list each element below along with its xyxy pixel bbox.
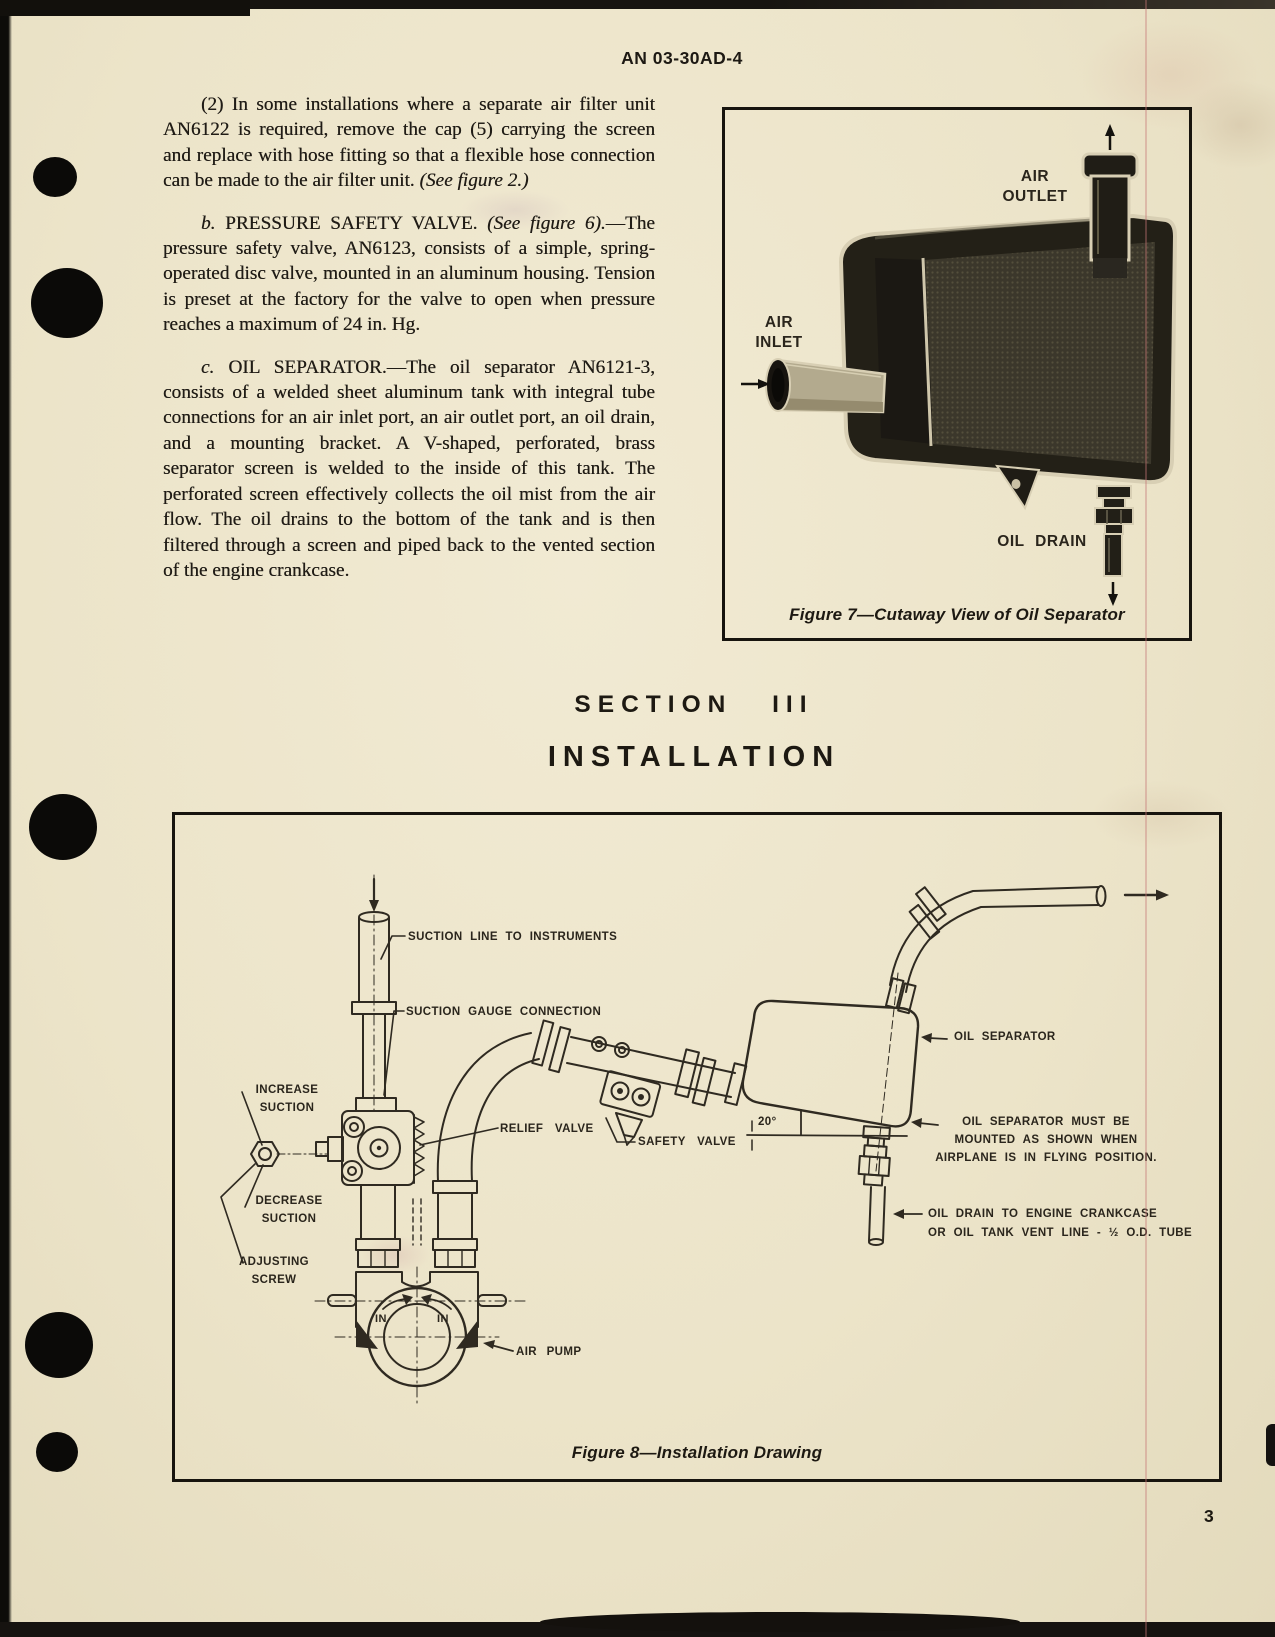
scan-edge-left — [0, 0, 12, 1637]
body-paragraph: b. PRESSURE SAFETY VALVE. (See figure 6)… — [163, 212, 655, 336]
scan-edge-top-corner — [0, 0, 250, 16]
scan-edge-bottom-blob — [540, 1612, 1020, 1632]
page-number: 3 — [1204, 1506, 1214, 1526]
figure8-label-suction-line: SUCTION LINE TO INSTRUMENTS — [408, 931, 618, 943]
paper-stain — [1180, 80, 1275, 170]
figure7-label-oil-drain: OIL DRAIN — [997, 533, 1087, 550]
punch-hole — [33, 157, 77, 197]
figure8-label-in-left: IN — [375, 1313, 387, 1325]
section-subheading: INSTALLATION — [547, 741, 841, 773]
body-paragraph: c. OIL SEPARATOR.—The oil separator AN61… — [163, 356, 655, 581]
figure7-caption: Figure 7—Cutaway View of Oil Separator — [789, 605, 1125, 624]
page-header-code: AN 03-30AD-4 — [621, 48, 743, 68]
figure7-label-air-outlet: AIR OUTLET — [1002, 168, 1068, 205]
figure8-label-increase-suction: INCREASE SUCTION — [255, 1084, 319, 1114]
figure7-frame: AIR OUTLET AIR INLET OIL DRAIN Figure 7—… — [722, 107, 1192, 641]
body-text-column: (2) In some installations where a separa… — [163, 92, 655, 600]
figure8-label-adjusting-screw: ADJUSTING SCREW — [238, 1256, 310, 1286]
figure8-note-mounting: OIL SEPARATOR MUST BE MOUNTED AS SHOWN W… — [935, 1116, 1157, 1164]
figure8-caption: Figure 8—Installation Drawing — [571, 1443, 823, 1462]
paper-stain — [1080, 20, 1260, 130]
figure8-label-angle-20: 20° — [758, 1116, 777, 1128]
figure8-note-oil-drain: OIL DRAIN TO ENGINE CRANKCASE OR OIL TAN… — [928, 1208, 1193, 1239]
installation-drawing — [220, 874, 1169, 1408]
figure7-label-air-inlet: AIR INLET — [755, 314, 803, 351]
punch-hole — [31, 268, 103, 338]
section-heading: SECTION III — [574, 691, 814, 718]
scan-pink-line — [1145, 0, 1147, 1637]
figure8-label-safety-valve: SAFETY VALVE — [638, 1136, 736, 1148]
scan-edge-top — [0, 0, 1275, 9]
punch-hole — [29, 794, 97, 860]
figure8-frame: SUCTION LINE TO INSTRUMENTS SUCTION GAUG… — [172, 812, 1222, 1482]
figure8-label-in-right: IN — [437, 1313, 449, 1325]
oil-separator-cutaway-illustration — [741, 124, 1178, 606]
figure8-label-oil-separator: OIL SEPARATOR — [954, 1031, 1056, 1043]
figure8-label-suction-gauge: SUCTION GAUGE CONNECTION — [406, 1006, 602, 1018]
figure8-label-decrease-suction: DECREASE SUCTION — [255, 1195, 323, 1225]
punch-hole — [36, 1432, 78, 1472]
paper-stain — [460, 190, 570, 230]
paper-stain — [1090, 780, 1230, 850]
scan-edge-right-blob — [1266, 1424, 1275, 1466]
figure8-label-air-pump: AIR PUMP — [516, 1346, 582, 1358]
figure8-label-relief-valve: RELIEF VALVE — [500, 1123, 594, 1135]
body-paragraph: (2) In some installations where a separa… — [163, 94, 655, 192]
punch-hole — [25, 1312, 93, 1378]
